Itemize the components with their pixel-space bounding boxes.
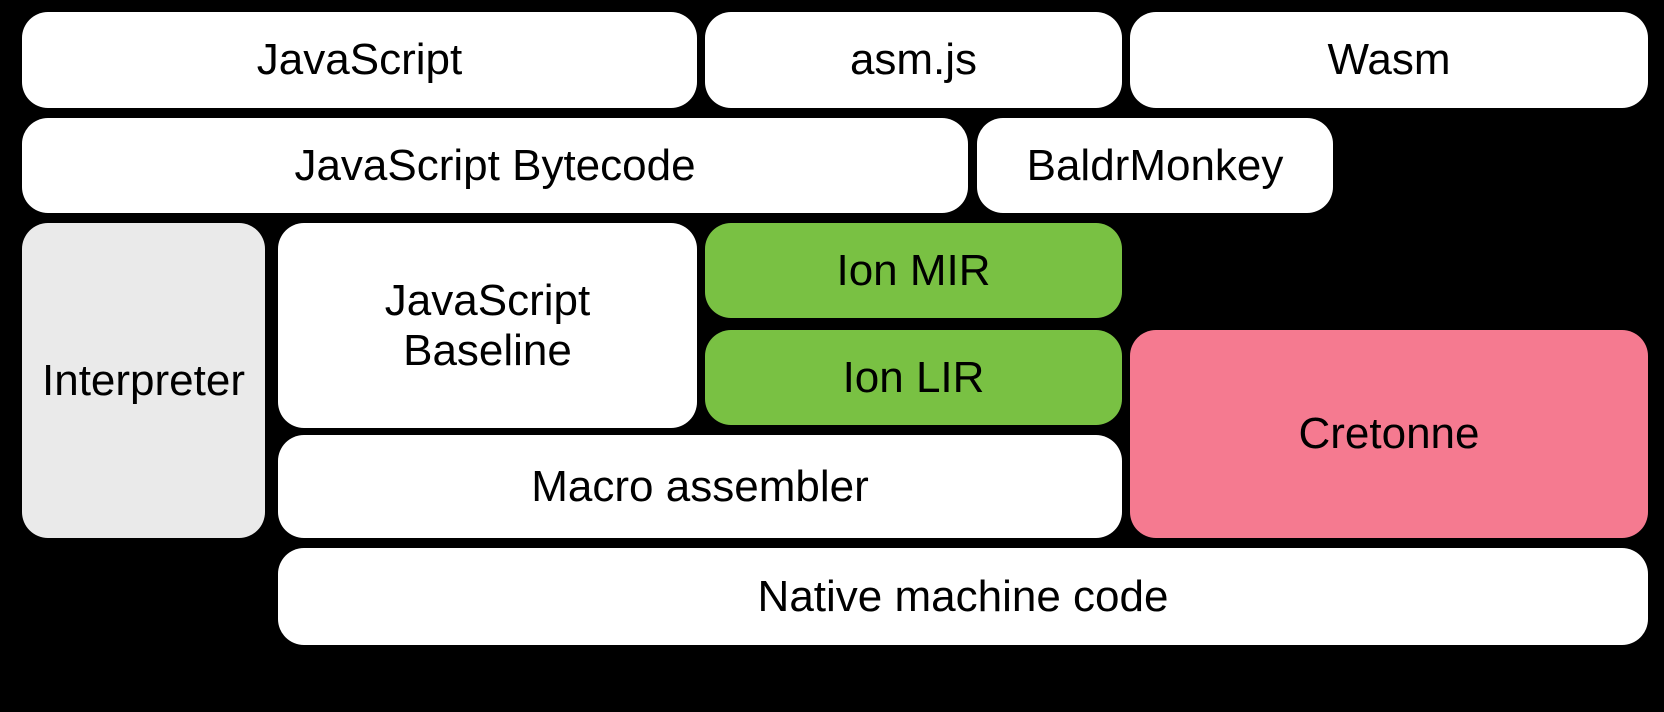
node-interpreter: Interpreter — [22, 223, 265, 538]
node-javascript: JavaScript — [22, 12, 697, 108]
node-ion-mir: Ion MIR — [705, 223, 1122, 318]
node-javascript-bytecode: JavaScript Bytecode — [22, 118, 968, 213]
node-asm-js: asm.js — [705, 12, 1122, 108]
node-native-machine-code: Native machine code — [278, 548, 1648, 645]
node-ion-lir: Ion LIR — [705, 330, 1122, 425]
node-javascript-baseline: JavaScript Baseline — [278, 223, 697, 428]
node-macro-assembler: Macro assembler — [278, 435, 1122, 538]
node-baldrmonkey: BaldrMonkey — [977, 118, 1333, 213]
node-cretonne: Cretonne — [1130, 330, 1648, 538]
node-wasm: Wasm — [1130, 12, 1648, 108]
